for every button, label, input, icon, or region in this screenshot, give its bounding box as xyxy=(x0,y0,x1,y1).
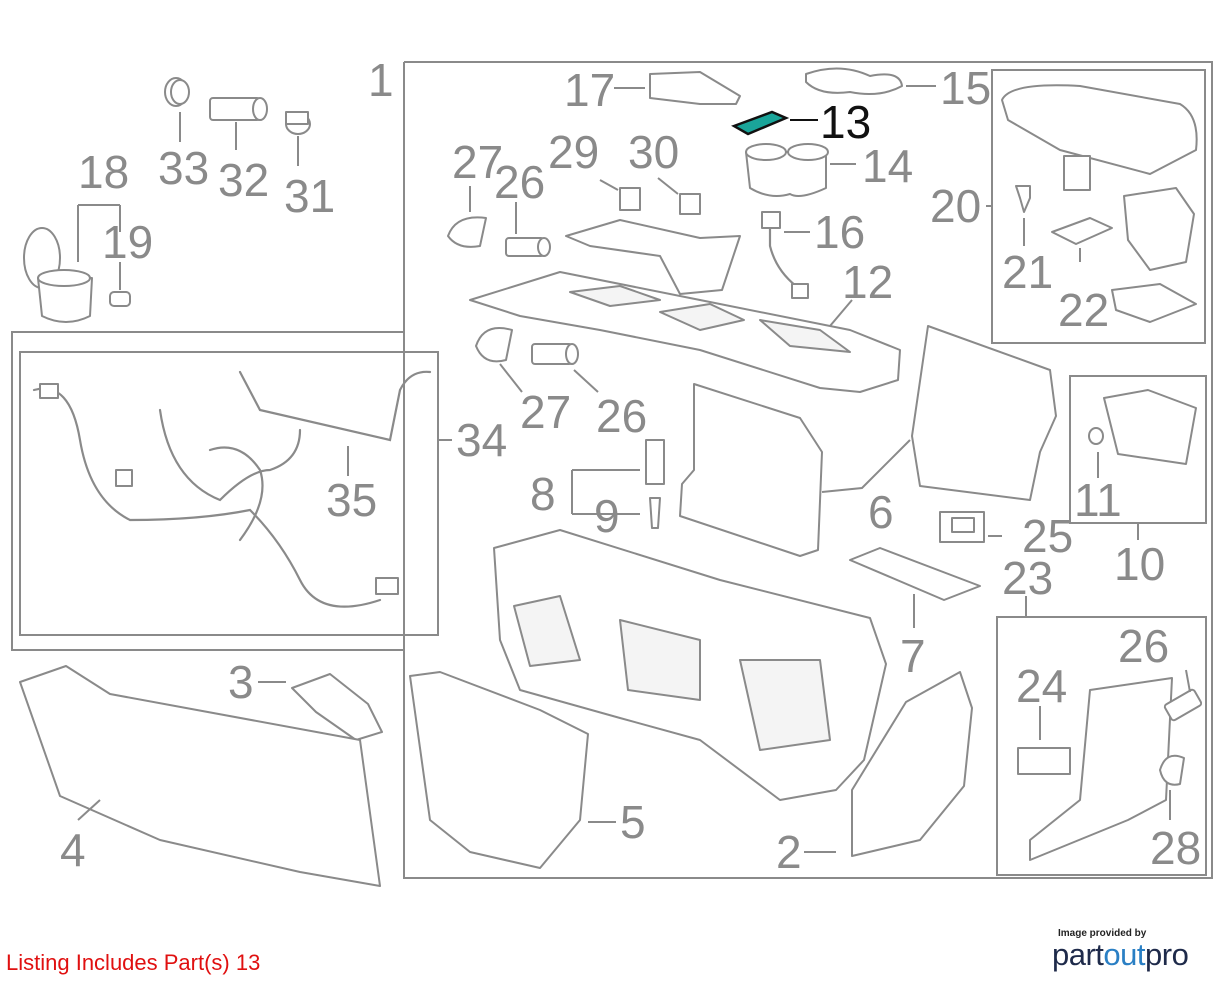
part-3-shifter-trim xyxy=(291,673,383,741)
logo-brand-pro: pro xyxy=(1145,937,1189,972)
callout-26-upper: 26 xyxy=(494,156,545,208)
callout-5: 5 xyxy=(620,796,646,848)
callout-11: 11 xyxy=(1074,474,1122,526)
part-25-switch xyxy=(939,511,985,543)
callout-31: 31 xyxy=(284,170,335,222)
part-6-console-side-panel-right xyxy=(911,325,1057,501)
part-28-lamp-cover xyxy=(1159,754,1185,786)
part-26-socket-upper xyxy=(505,237,551,257)
logo-caption: Image provided by xyxy=(1058,928,1147,939)
part-1-console-main-body xyxy=(493,529,887,801)
partoutpro-logo: Image provided by partoutpro xyxy=(1052,928,1212,973)
part-27-lamp-cover-lower xyxy=(475,327,513,363)
part-29-clip xyxy=(619,187,641,211)
part-20-hinge xyxy=(1123,187,1195,271)
callout-8: 8 xyxy=(530,468,556,520)
part-4-side-panel xyxy=(19,665,381,887)
assembly-frame xyxy=(11,61,1213,879)
box-34 xyxy=(19,351,439,636)
part-24-switch-bank xyxy=(1017,747,1071,775)
callout-24: 24 xyxy=(1016,660,1067,712)
part-8-bracket xyxy=(645,439,665,485)
logo-brand-part: part xyxy=(1052,937,1104,972)
logo-brand-out: out xyxy=(1103,937,1146,972)
part-11-grommet xyxy=(1088,427,1104,445)
callout-10: 10 xyxy=(1114,538,1165,590)
part-10-storage-bin xyxy=(1103,389,1197,465)
part-2-side-trim xyxy=(851,671,973,857)
logo-brand: partoutpro xyxy=(1052,937,1212,973)
callout-9: 9 xyxy=(594,490,620,542)
part-6-console-side-panel-left xyxy=(679,383,823,557)
callout-6: 6 xyxy=(868,486,894,538)
callout-3: 3 xyxy=(228,656,254,708)
callout-15: 15 xyxy=(940,62,991,114)
part-22-latch xyxy=(1051,217,1197,323)
part-33-plug xyxy=(164,77,190,107)
part-20-armrest-lid xyxy=(1001,84,1198,191)
callout-30: 30 xyxy=(628,126,679,178)
part-35-wiring-harness xyxy=(32,370,432,608)
part-5-front-panel xyxy=(409,671,589,869)
callout-2: 2 xyxy=(776,826,802,878)
callout-25: 25 xyxy=(1022,510,1073,562)
callout-17: 17 xyxy=(564,64,615,116)
callout-16: 16 xyxy=(814,206,865,258)
callout-13: 13 xyxy=(820,96,871,148)
part-9-pin xyxy=(649,497,661,529)
part-18-cup-holder-insert xyxy=(23,227,93,323)
part-32-socket xyxy=(209,97,268,121)
part-15-trim-ring xyxy=(805,67,903,95)
callout-29: 29 xyxy=(548,126,599,178)
callout-27-lower: 27 xyxy=(520,386,571,438)
part-13-cup-mat xyxy=(731,110,790,136)
callout-18: 18 xyxy=(78,146,129,198)
callout-21: 21 xyxy=(1002,246,1053,298)
callout-4: 4 xyxy=(60,824,86,876)
callout-33: 33 xyxy=(158,142,209,194)
callout-14: 14 xyxy=(862,140,913,192)
callout-32: 32 xyxy=(218,154,269,206)
callout-19: 19 xyxy=(102,216,153,268)
callout-22: 22 xyxy=(1058,284,1109,336)
callout-1: 1 xyxy=(368,54,394,106)
part-19-clip xyxy=(109,291,131,307)
callout-34: 34 xyxy=(456,414,507,466)
part-17-bezel xyxy=(649,71,741,105)
part-26-socket-right xyxy=(1163,688,1203,722)
callout-26-right: 26 xyxy=(1118,620,1169,672)
part-12-console-top-panel xyxy=(469,219,901,393)
callout-28: 28 xyxy=(1150,822,1201,874)
part-30-clip xyxy=(679,193,701,215)
part-26-socket-lower xyxy=(531,343,579,365)
listing-includes-text: Listing Includes Part(s) 13 xyxy=(6,950,261,975)
part-7-mat xyxy=(849,547,981,601)
callout-12: 12 xyxy=(842,256,893,308)
part-31-cap xyxy=(285,111,311,135)
callout-23: 23 xyxy=(1002,552,1053,604)
callout-27-upper: 27 xyxy=(452,136,503,188)
callout-20: 20 xyxy=(930,180,981,232)
part-27-lamp-cover-upper xyxy=(447,216,487,248)
callout-7: 7 xyxy=(900,630,926,682)
callout-35: 35 xyxy=(326,474,377,526)
callout-26-lower: 26 xyxy=(596,390,647,442)
part-21-screw xyxy=(1015,185,1031,213)
box-23 xyxy=(996,616,1207,876)
part-23-side-trim-right xyxy=(1029,677,1173,861)
part-14-cup-holder xyxy=(745,143,829,197)
